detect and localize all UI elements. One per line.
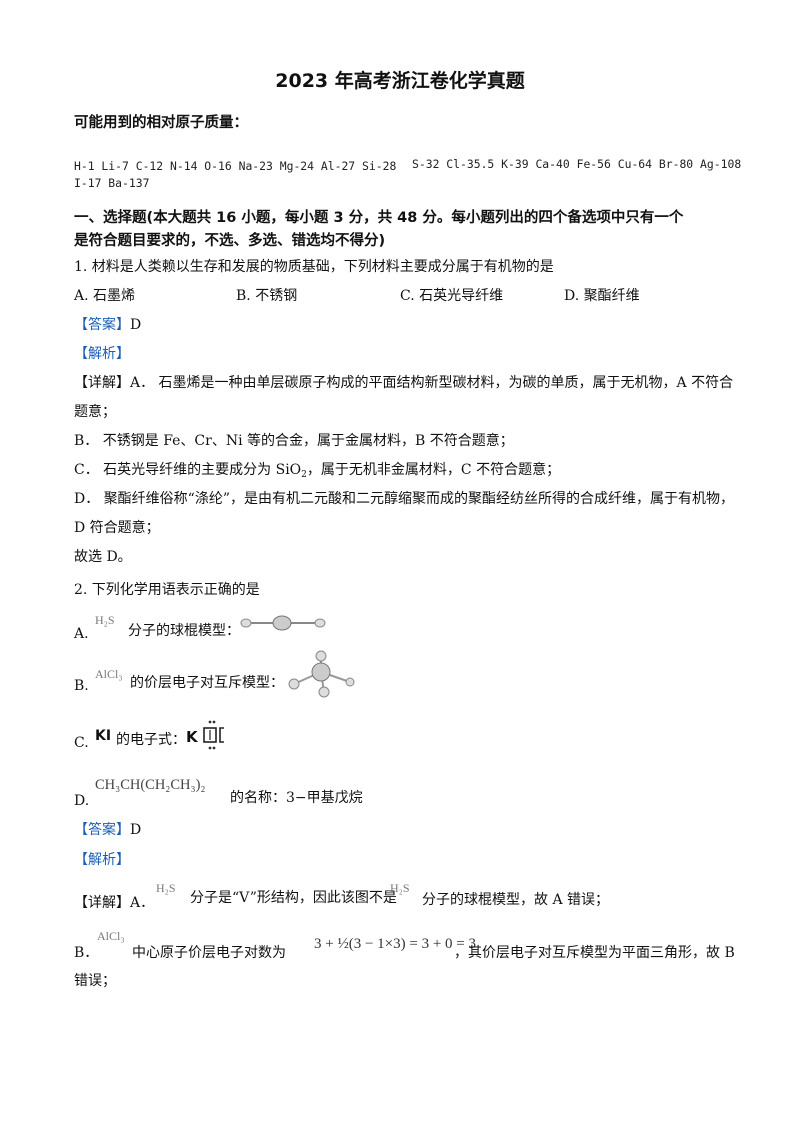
detail-text: A． 石墨烯是一种由单层碳原子构成的平面结构新型碳材料，为碳的单质，属于无机物，… [130,375,734,391]
q1-detail-b: B． 不锈钢是 Fe、Cr、Ni 等的合金，属于金属材料，B 不符合题意； [74,433,514,449]
q2-option-a-formula: H₂S [95,613,115,627]
q2-detail-b-formula: AlCl₃ [97,929,125,943]
q1-option-b: B. 不锈钢 [236,288,298,304]
q2-detail-a-pre: A． [130,895,155,911]
q2-detail-a-formula-2: H₂S [390,881,410,895]
answer-value: D [130,317,142,333]
q2-option-b-label: B. [74,678,89,694]
q2-analysis-tag: 【解析】 [74,852,130,868]
masses-heading: 可能用到的相对原子质量： [74,115,248,131]
q1-option-c: C. 石英光导纤维 [400,288,504,304]
q2-option-c-dot-formula: K [186,728,198,746]
q1-detail-d-line-1: D． 聚酯纤维俗称“涤纶”，是由有机二元酸和二元醇缩聚而成的聚酯经纺丝所得的合成… [74,491,734,507]
q2-option-c-formula: KI [95,728,112,744]
q2-option-b-formula: AlCl₃ [95,667,123,681]
q1-detail-c: C． 石英光导纤维的主要成分为 SiO2，属于无机非金属材料，C 不符合题意； [74,460,560,485]
detail-c-pre: C． 石英光导纤维的主要成分为 SiO [74,462,302,478]
page-title: 2023 年高考浙江卷化学真题 [275,70,525,92]
q2-detail-b-equation: 3 + ½(3 − 1×3) = 3 + 0 = 3 [314,936,476,952]
q2-option-a-text: 分子的球棍模型： [128,623,240,639]
q2-detail-b-end: 错误； [74,973,116,989]
q2-detail-a-formula-1: H₂S [156,881,176,895]
q1-detail-a-line-1: 【详解】A． 石墨烯是一种由单层碳原子构成的平面结构新型碳材料，为碳的单质，属于… [74,373,733,393]
q2-option-c-text: 的电子式： [116,732,186,748]
q1-stem: 1. 材料是人类赖以生存和发展的物质基础，下列材料主要成分属于有机物的是 [74,259,554,275]
q2-option-c-label: C. [74,735,89,751]
answer-value: D [130,822,142,838]
q2-detail-a-post: 分子的球棍模型，故 A 错误； [422,892,610,908]
detail-c-post: ，属于无机非金属材料，C 不符合题意； [306,462,561,478]
q2-detail-tag: 【详解】 [74,895,130,911]
electron-dot-structure-icon [203,720,224,750]
q2-detail-a-mid: 分子是“V”形结构，因此该图不是 [190,890,397,906]
q2-option-d-formula: CH₃CH(CH₂CH₃)₂ [95,777,206,793]
q1-detail-a-line-2: 题意； [74,404,116,420]
q2-option-a-label: A. [74,626,89,642]
answer-tag: 【答案】 [74,822,130,838]
q2-answer: 【答案】D [74,820,141,840]
detail-c-sub: 2 [301,470,307,480]
q1-answer: 【答案】D [74,315,141,335]
masses-line-2: I-17 Ba-137 [74,176,150,190]
masses-line-1a: H-1 Li-7 C-12 N-14 O-16 Na-23 Mg-24 Al-2… [74,159,397,173]
q2-stem: 2. 下列化学用语表示正确的是 [74,582,260,598]
section-heading-line-2: 是符合题目要求的，不选、多选、错选均不得分) [74,233,386,249]
q2-option-d-label: D. [74,793,90,809]
q1-option-a: A. 石墨烯 [74,288,136,304]
q2-detail-b-label: B． [74,945,99,961]
section-heading-line-1: 一、选择题(本大题共 16 小题，每小题 3 分，共 48 分。每小题列出的四个… [74,210,684,226]
q2-option-b-text: 的价层电子对互斥模型： [130,675,284,691]
q1-option-d: D. 聚酯纤维 [564,288,640,304]
vsepr-model-alcl3-icon [288,650,355,698]
q1-conclusion: 故选 D。 [74,549,132,565]
q2-option-d-text: 的名称：3−甲基戊烷 [230,790,363,806]
q2-detail-b-mid: 中心原子价层电子对数为 [132,945,286,961]
q1-analysis-tag: 【解析】 [74,346,130,362]
detail-tag: 【详解】 [74,375,130,391]
answer-tag: 【答案】 [74,317,130,333]
ball-stick-model-h2s-icon [240,615,326,631]
q2-detail-b-post: ，其价层电子对互斥模型为平面三角形，故 B [454,945,735,961]
masses-line-1b: S-32 Cl-35.5 K-39 Ca-40 Fe-56 Cu-64 Br-8… [412,157,742,171]
q1-detail-d-line-2: D 符合题意； [74,520,160,536]
